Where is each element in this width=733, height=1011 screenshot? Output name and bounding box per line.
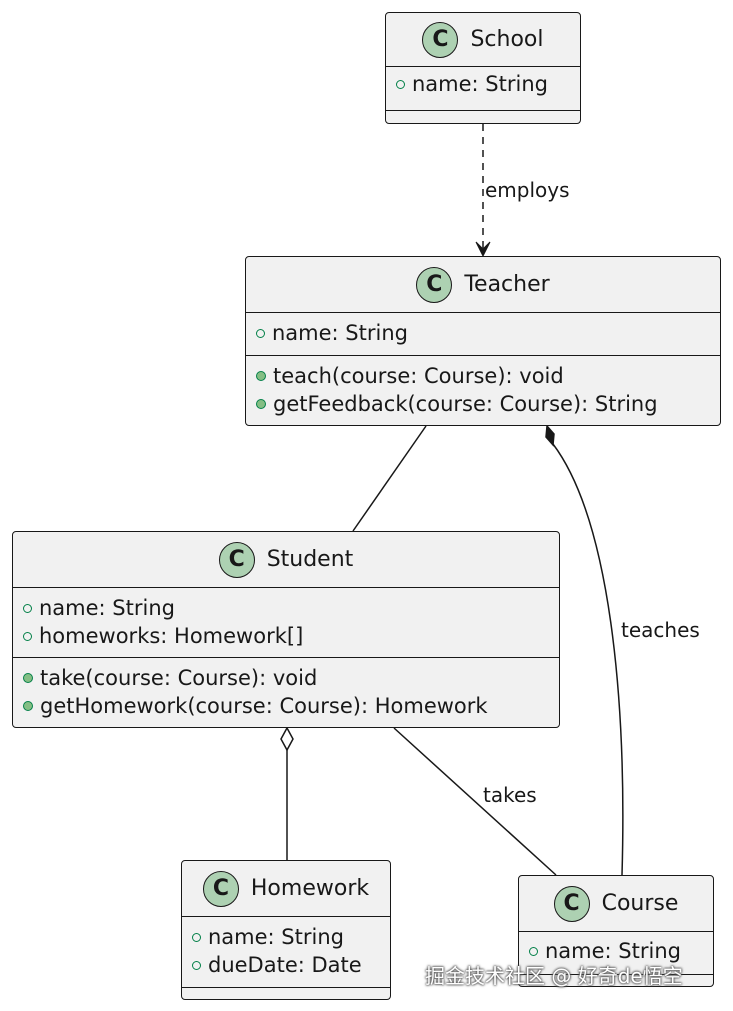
method: getHomework(course: Course): Homework [23,692,559,720]
class-name: Student [266,547,354,572]
methods-section: take(course: Course): void getHomework(c… [13,658,559,723]
class-course: C Course name: String [518,875,714,987]
class-header: C Student [13,532,559,588]
public-method-icon [256,371,266,381]
public-method-icon [23,673,33,683]
method: getFeedback(course: Course): String [256,390,720,418]
methods-section: teach(course: Course): void getFeedback(… [246,356,720,421]
attribute: homeworks: Homework[] [23,622,559,650]
class-header: C School [386,13,580,67]
attribute: dueDate: Date [192,951,390,979]
class-teacher: C Teacher name: String teach(course: Cou… [245,256,721,426]
takes-label: takes [483,783,537,807]
class-student: C Student name: String homeworks: Homewo… [12,531,560,728]
attributes-section: name: String dueDate: Date [182,917,390,988]
class-header: C Homework [182,861,390,917]
public-field-icon [256,328,265,338]
public-field-icon [192,960,201,970]
public-method-icon [23,701,33,711]
attributes-section: name: String [386,67,580,111]
takes-association-line [393,727,557,876]
class-c-icon: C [422,21,459,58]
composition-diamond [545,424,555,447]
class-header: C Course [519,876,713,932]
employs-arrowhead [475,241,491,258]
employs-label: employs [485,178,570,202]
public-field-icon [192,932,201,942]
class-name: Homework [250,876,370,901]
class-c-icon: C [202,870,239,907]
class-name: School [470,27,544,52]
attributes-section: name: String [246,313,720,356]
teacher-student-association-line [352,425,427,532]
attributes-section: name: String homeworks: Homework[] [13,588,559,658]
method: take(course: Course): void [23,664,559,692]
public-field-icon [23,631,32,641]
attribute: name: String [192,923,390,951]
class-c-icon: C [218,541,255,578]
class-name: Teacher [464,272,550,297]
public-field-icon [23,603,32,613]
attribute: name: String [529,937,713,965]
attribute: name: String [396,70,580,98]
attribute: name: String [23,594,559,622]
public-field-icon [529,946,538,956]
class-homework: C Homework name: String dueDate: Date [181,860,391,1000]
teaches-composition-line [552,443,624,876]
aggregation-diamond [280,726,294,752]
public-field-icon [396,79,405,89]
methods-section [182,988,390,1000]
class-name: Course [601,891,679,916]
teaches-label: teaches [621,618,700,642]
class-c-icon: C [416,266,453,303]
public-method-icon [256,399,266,409]
class-c-icon: C [553,885,590,922]
method: teach(course: Course): void [256,362,720,390]
class-school: C School name: String [385,12,581,124]
class-header: C Teacher [246,257,720,313]
attributes-section: name: String [519,932,713,975]
watermark: 掘金技术社区 @ 好奇de悟空 [425,964,683,988]
attribute: name: String [256,319,720,347]
methods-section [386,111,580,123]
